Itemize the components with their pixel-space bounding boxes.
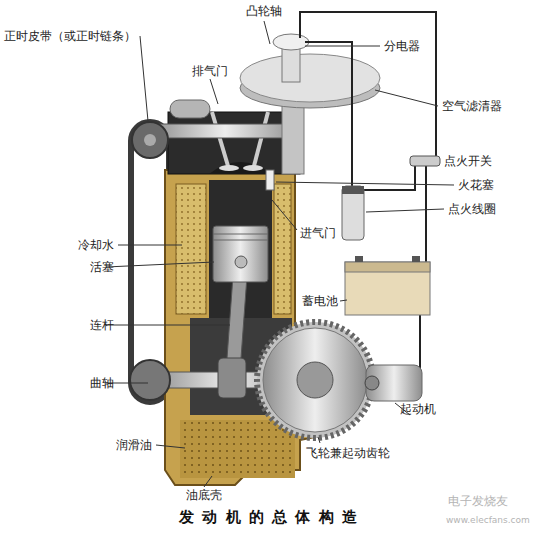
part-label: 凸轮轴 (246, 4, 282, 18)
terminal (355, 256, 363, 262)
leader-lines (106, 21, 454, 487)
leader-line (272, 200, 297, 230)
part-label: 正时皮带（或正时链条） (4, 29, 136, 43)
combustion-chamber (209, 162, 272, 174)
battery-top (345, 262, 430, 272)
crank-pulley (130, 360, 170, 400)
spark-plug (266, 170, 274, 190)
part-label: 进气门 (300, 226, 336, 240)
flywheel (263, 328, 367, 432)
leader-line (118, 245, 182, 246)
leader-line (375, 90, 438, 106)
lubricating-oil (180, 420, 295, 478)
camshaft (150, 124, 300, 138)
part-label: 润滑油 (116, 438, 152, 452)
water-jacket (176, 184, 206, 314)
wire (360, 166, 415, 190)
flywheel-gear (257, 322, 373, 438)
watermark: www.elecfans.com (446, 513, 530, 527)
leader-line (156, 445, 185, 448)
piston (213, 226, 268, 282)
leader-line (140, 36, 148, 121)
starter-motor (366, 365, 422, 401)
starter-pinion (365, 376, 379, 390)
exhaust-pipe (170, 100, 210, 118)
leader-line (210, 79, 218, 104)
leader-line (106, 262, 214, 267)
part-label: 蓄电池 (302, 294, 338, 308)
wire (425, 166, 427, 262)
diagram-title: 发动机的总体构造 (179, 508, 365, 526)
cylinder-head (168, 112, 300, 174)
piston-ring (213, 240, 268, 241)
part-label: 分电器 (384, 39, 420, 53)
pulley-hub (144, 134, 156, 146)
distributor-cap (273, 34, 309, 50)
part-label: 冷却水 (78, 238, 114, 252)
flywheel-hub (297, 362, 333, 398)
part-label: 油底壳 (186, 488, 222, 502)
water-jacket (274, 184, 291, 314)
intake-tube (282, 100, 304, 174)
ignition-coil (342, 186, 364, 240)
piston-ring (213, 234, 268, 235)
wire (300, 12, 436, 156)
exhaust-valve (212, 112, 228, 166)
part-label: 起动机 (400, 402, 436, 416)
battery (345, 262, 430, 315)
part-label: 连杆 (90, 318, 114, 332)
wire (419, 315, 421, 370)
leader-line (204, 476, 212, 487)
intake-valve (254, 112, 268, 166)
leader-line (264, 21, 270, 44)
timing-belt (131, 122, 169, 402)
air-cleaner (240, 54, 380, 102)
ignition-switch (410, 156, 440, 166)
leader-line (318, 437, 320, 443)
part-label: 飞轮兼起动齿轮 (306, 446, 390, 460)
coil-cap (342, 186, 364, 194)
piston-pin (235, 256, 247, 268)
terminal (412, 256, 420, 262)
part-label: 火花塞 (458, 178, 494, 192)
intake-valve-head (243, 165, 263, 171)
leader-line (366, 209, 444, 212)
part-label: 空气滤清器 (442, 99, 502, 113)
leader-line (305, 46, 380, 47)
leader-line (276, 182, 454, 185)
crank-web (218, 358, 246, 398)
wire (305, 42, 352, 186)
leader-line (340, 300, 347, 301)
watermark: 电子发烧友 (448, 494, 508, 508)
part-label: 活塞 (90, 260, 114, 274)
exhaust-valve-head (219, 165, 239, 171)
part-label: 点火线圈 (448, 202, 496, 216)
part-label: 曲轴 (90, 376, 114, 390)
part-label: 点火开关 (444, 154, 492, 168)
part-label: 排气门 (192, 64, 228, 78)
leader-line (106, 325, 230, 326)
cam-pulley (132, 122, 168, 158)
